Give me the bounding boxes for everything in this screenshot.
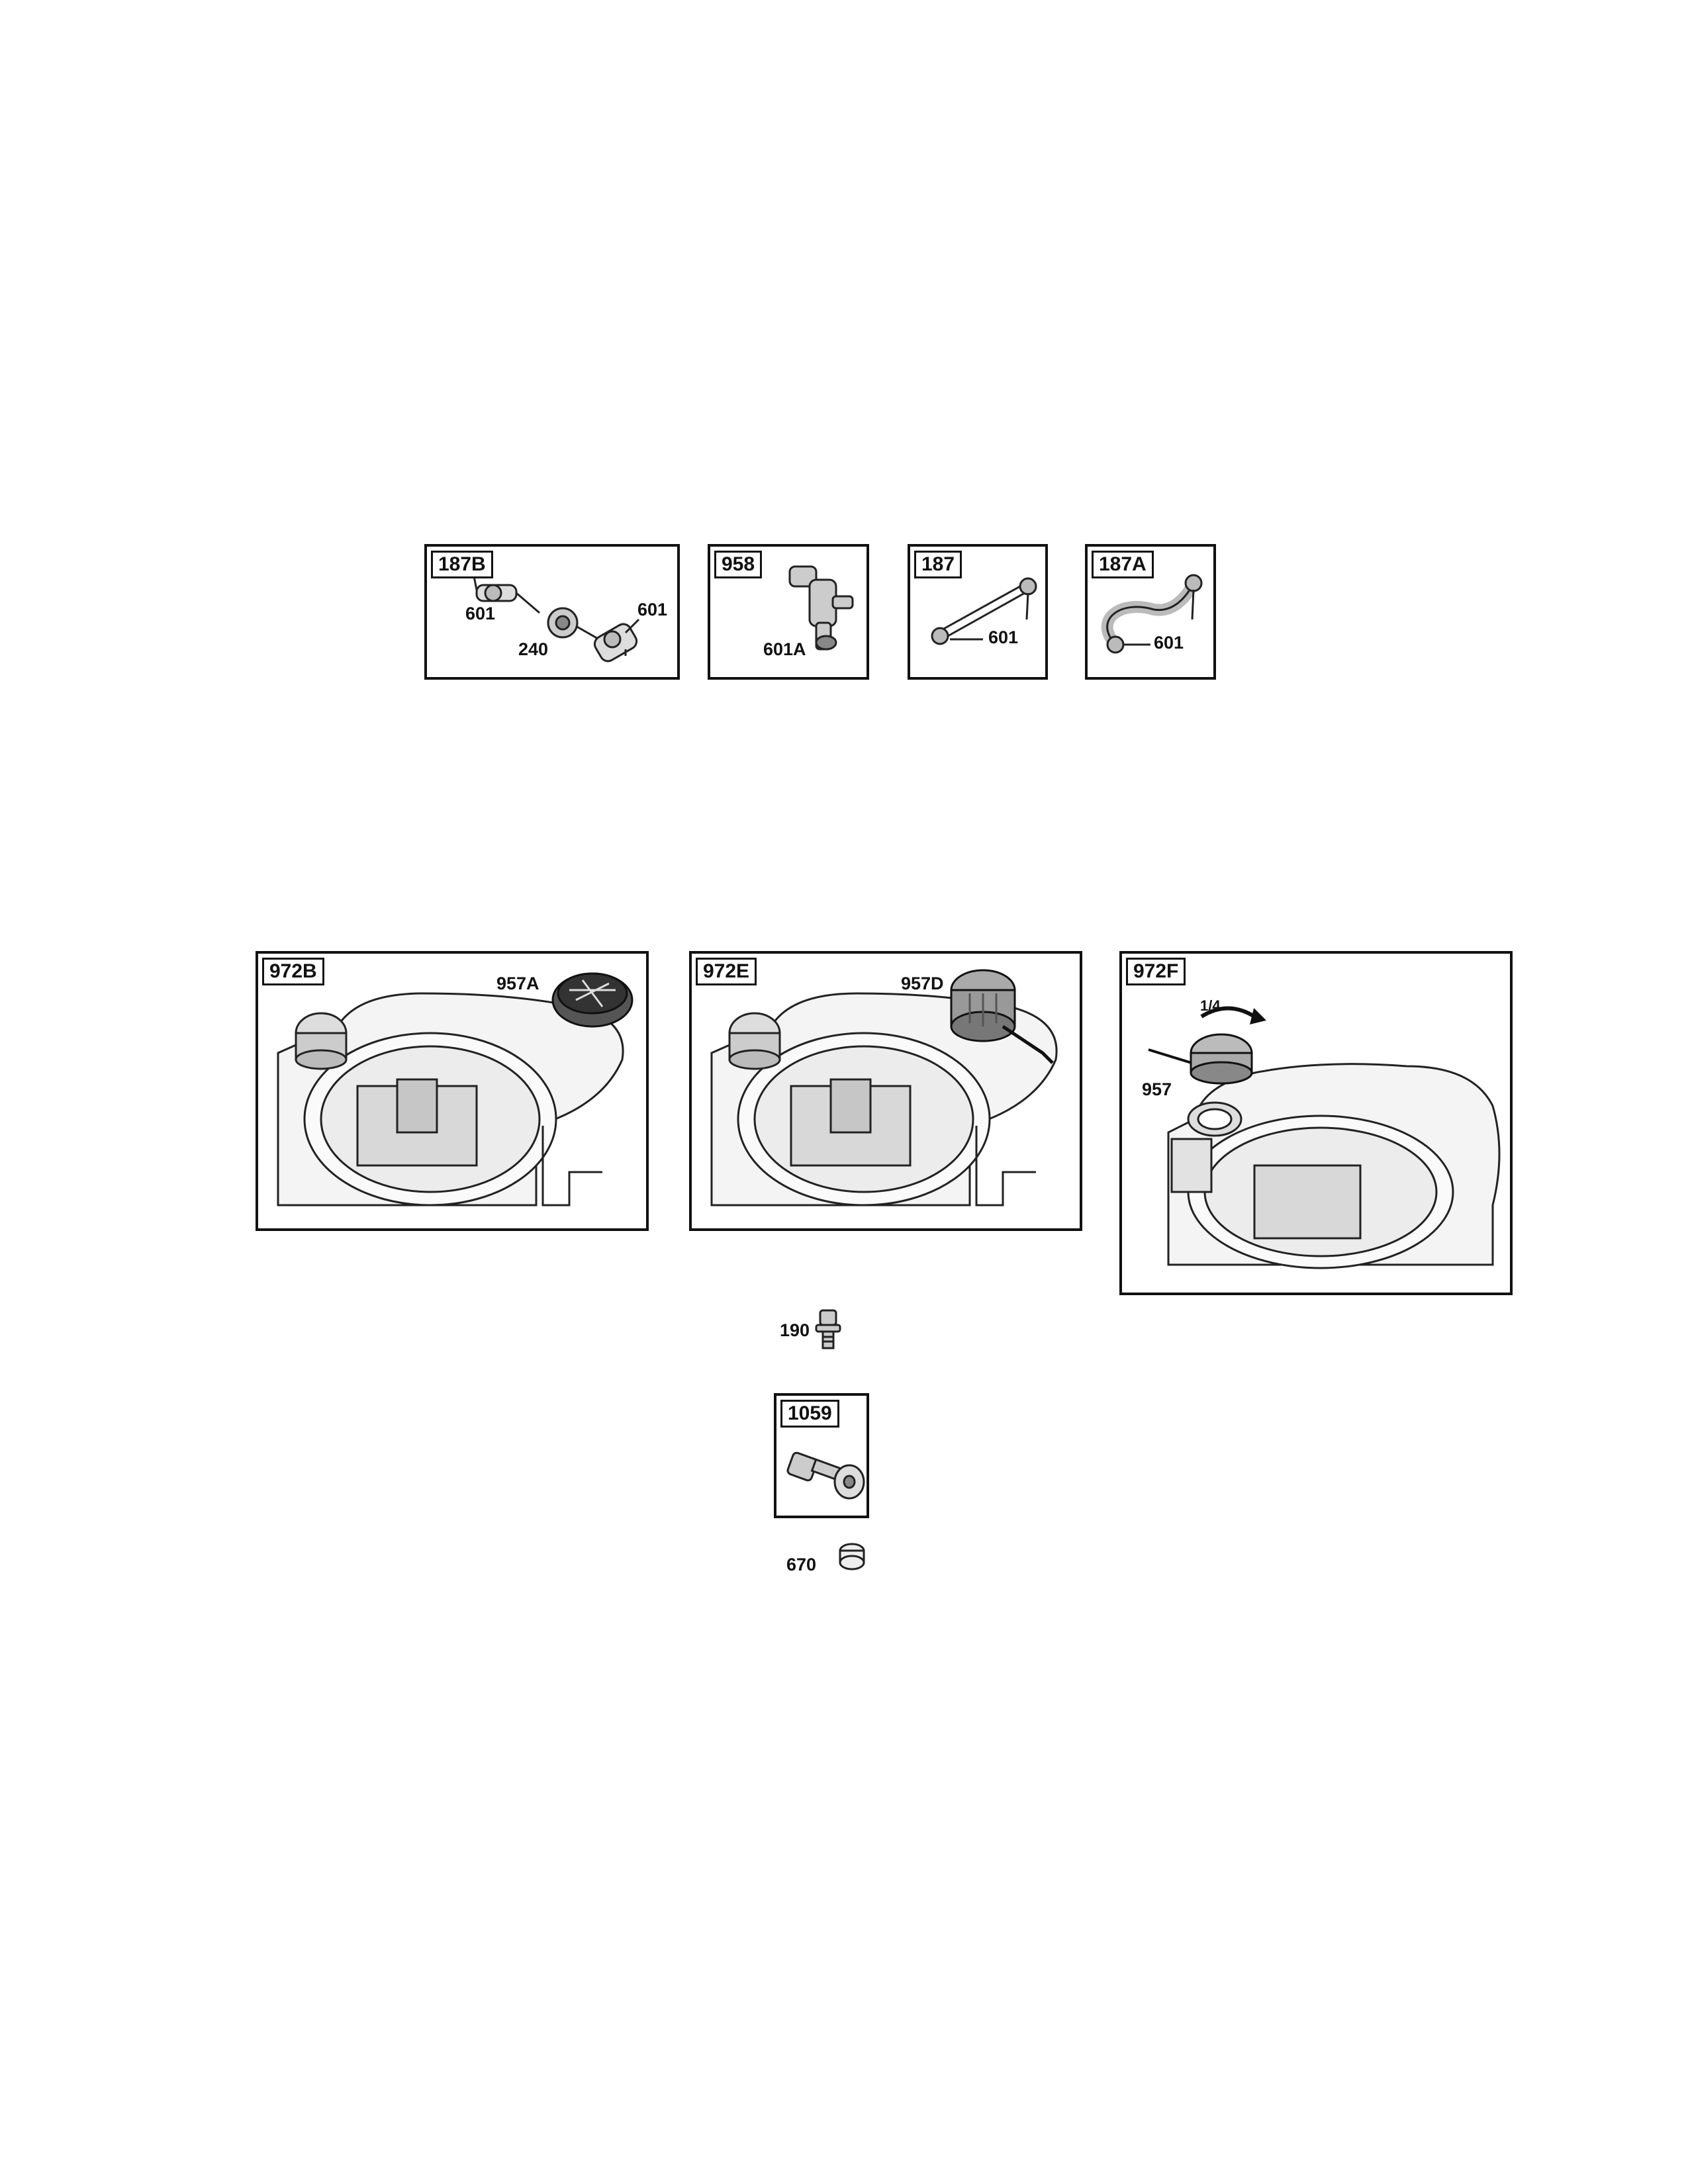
panel-tag: 958 [714,551,763,578]
fuel-shutoff-valve-illustration [788,565,854,651]
drain-valve-illustration [786,1451,865,1500]
part-label-670: 670 [786,1555,817,1574]
panel-958: 958 601A [708,544,869,680]
drain-plug-part [815,1309,841,1349]
fuel-line-filter-illustration [472,572,640,662]
fuel-line-illustration [931,577,1037,645]
panel-tag: 187B [431,551,493,578]
part-label-601: 601 [637,600,668,619]
panel-187: 187 601 [908,544,1048,680]
panel-tag: 972F [1126,958,1186,985]
fuel-tank-with-cap-illustration [1148,1006,1501,1269]
part-label-quarter-turn: 1/4 [1200,997,1221,1014]
panel-187A: 187A 601 [1085,544,1216,680]
panel-tag: 1059 [780,1400,839,1428]
panel-972F: 972F 1/4 957 [1119,951,1513,1295]
panel-187B: 187B 601 240 601 [424,544,680,680]
part-label-190: 190 [780,1320,810,1340]
panel-972E: 972E 957D [689,951,1082,1231]
part-label-601: 601 [988,627,1019,647]
part-label-957: 957 [1142,1079,1172,1099]
part-label-601: 601 [1154,633,1184,653]
panel-tag: 187A [1092,551,1154,578]
panel-1059: 1059 [774,1393,869,1518]
fuel-tank-illustration [277,972,633,1206]
panel-tag: 972E [696,958,757,985]
part-label-240: 240 [518,639,549,659]
fuel-tank-illustration [710,969,1058,1206]
part-label-957D: 957D [901,974,944,993]
formed-fuel-line-illustration [1101,574,1203,654]
part-label-601: 601 [465,604,496,623]
panel-tag: 187 [914,551,962,578]
panel-tag: 972B [262,958,324,985]
panel-972B: 972B 957A [256,951,649,1231]
part-label-957A: 957A [496,974,539,993]
cap-part [839,1543,865,1570]
part-label-601A: 601A [763,639,806,659]
